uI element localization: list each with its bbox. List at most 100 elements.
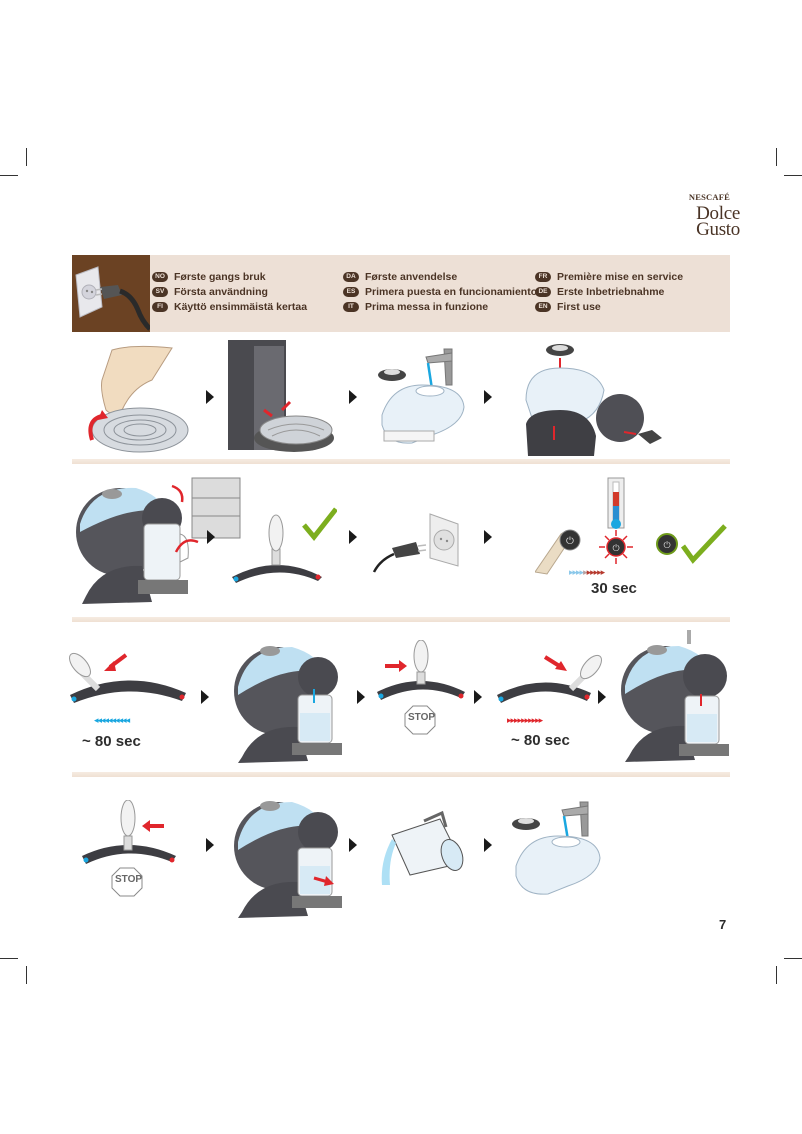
- row-separator: [72, 772, 730, 777]
- lang-text-de: Erste Inbetriebnahme: [557, 285, 665, 298]
- next-step-arrow-icon: [484, 530, 492, 544]
- next-step-arrow-icon: [484, 390, 492, 404]
- progress-chevrons: ▸▸▸▸▸▸▸▸▸▸: [569, 567, 605, 577]
- crop-mark: [0, 958, 18, 959]
- crop-mark: [0, 175, 18, 176]
- stop-label: STOP: [115, 874, 143, 885]
- step-lever-neutral-check: [232, 505, 338, 585]
- step-lever-stop: STOP: [375, 639, 475, 740]
- lang-badge-fi: FI: [152, 301, 168, 312]
- step-lever-hot: ▸▸▸▸▸▸▸▸▸▸ ~ 80 sec: [495, 645, 605, 755]
- stop-sign-icon: [111, 867, 143, 897]
- step-machine-drip-tray: [228, 338, 336, 458]
- lang-row-no: NO Første gangs bruk: [152, 269, 307, 284]
- lang-badge-fr: FR: [535, 271, 551, 282]
- machine-cup-cupboard-illustration: [76, 477, 241, 604]
- progress-chevrons-red: ▸▸▸▸▸▸▸▸▸▸: [507, 715, 543, 725]
- step-lever-cold: ◂◂◂◂◂◂◂◂◂◂ ~ 80 sec: [68, 645, 198, 755]
- lang-text-no: Første gangs bruk: [174, 270, 266, 283]
- svg-text:⏻: ⏻: [566, 536, 574, 547]
- machine-dispensing-hot-illustration: [621, 630, 729, 762]
- lever-center-illustration: [232, 507, 338, 583]
- next-step-arrow-icon: [349, 530, 357, 544]
- timer-80-sec-cold: ~ 80 sec: [82, 733, 141, 750]
- lang-text-es: Primera puesta en funcionamiento: [365, 285, 538, 298]
- lang-text-fr: Première mise en service: [557, 270, 684, 283]
- row-separator: [72, 459, 730, 464]
- stop-sign-icon: [404, 705, 436, 735]
- red-arrow-icon: [263, 408, 273, 418]
- row-separator: [72, 617, 730, 622]
- lang-row-it: IT Prima messa in funzione: [343, 299, 537, 314]
- step-fill-water-tank: [372, 345, 482, 455]
- check-icon: [302, 507, 338, 541]
- timer-30-sec: 30 sec: [591, 580, 637, 597]
- power-button-icon: [606, 537, 626, 557]
- lang-row-es: ES Primera puesta en funcionamiento: [343, 284, 537, 299]
- power-button-heating-illustration: ⏻ ⏻ ⏻: [534, 477, 727, 575]
- step-refill-tank: [508, 800, 618, 900]
- machine-drip-tray-illustration: [228, 340, 334, 452]
- red-arrow-icon: [324, 876, 334, 886]
- red-arrow-icon: [399, 660, 407, 672]
- next-step-arrow-icon: [357, 690, 365, 704]
- power-ready-icon: [656, 533, 678, 555]
- lang-text-fi: Käyttö ensimmäistä kertaa: [174, 300, 308, 313]
- step-position-cup: [72, 472, 242, 612]
- step-dispense-hot: [615, 630, 735, 770]
- water-tank-faucet-illustration: [378, 348, 465, 444]
- lang-text-en: First use: [557, 300, 601, 313]
- next-step-arrow-icon: [349, 390, 357, 404]
- machine-dispensing-illustration: [234, 646, 342, 763]
- crop-mark: [784, 958, 802, 959]
- crop-mark: [776, 966, 777, 984]
- check-icon: [680, 524, 727, 564]
- crop-mark: [776, 148, 777, 166]
- page-number: 7: [719, 917, 727, 932]
- stop-label: STOP: [408, 712, 436, 723]
- lang-badge-da: DA: [343, 271, 359, 282]
- lang-badge-sv: SV: [152, 286, 168, 297]
- lang-badge-no: NO: [152, 271, 168, 282]
- lang-badge-it: IT: [343, 301, 359, 312]
- lang-badge-es: ES: [343, 286, 359, 297]
- timer-80-sec-hot: ~ 80 sec: [511, 732, 570, 749]
- step-lever-stop-final: STOP: [80, 799, 190, 900]
- crop-mark: [784, 175, 802, 176]
- hand-drip-grid-illustration: [88, 345, 189, 453]
- brand-gusto: Gusto: [696, 218, 740, 240]
- lever-stop-illustration: [377, 639, 465, 735]
- next-step-arrow-icon: [206, 838, 214, 852]
- plug-socket-icon: [372, 513, 459, 573]
- next-step-arrow-icon: [207, 530, 215, 544]
- tank-insert-illustration: [525, 344, 662, 456]
- lang-badge-en: EN: [535, 301, 551, 312]
- brand-dolce: Dolce: [696, 202, 740, 224]
- lever-left-illustration: [69, 652, 186, 703]
- lang-text-da: Første anvendelse: [365, 270, 458, 283]
- lang-row-en: EN First use: [535, 299, 683, 314]
- red-arrow-icon: [280, 400, 292, 412]
- machine-remove-cup-illustration: [234, 801, 342, 918]
- power-socket-icon: [75, 266, 150, 331]
- crop-mark: [26, 148, 27, 166]
- progress-chevrons-blue: ◂◂◂◂◂◂◂◂◂◂: [94, 715, 130, 725]
- step-empty-cup: [380, 805, 475, 890]
- lang-row-fr: FR Première mise en service: [535, 269, 683, 284]
- red-arrow-icon: [555, 661, 567, 671]
- crop-mark: [26, 966, 27, 984]
- lever-right-illustration: [497, 654, 602, 703]
- lang-text-it: Prima messa in funzione: [365, 300, 489, 313]
- water-tank-faucet-illustration: [512, 801, 601, 895]
- red-arrow-icon: [104, 661, 116, 671]
- next-step-arrow-icon: [349, 838, 357, 852]
- brand-logo: NESCAFÉ Dolce Gusto: [670, 193, 740, 239]
- next-step-arrow-icon: [484, 838, 492, 852]
- lang-column-2: DA Første anvendelse ES Primera puesta en …: [343, 269, 537, 314]
- socket-plug-photo: [72, 255, 150, 332]
- lever-stop-final-illustration: [82, 799, 176, 897]
